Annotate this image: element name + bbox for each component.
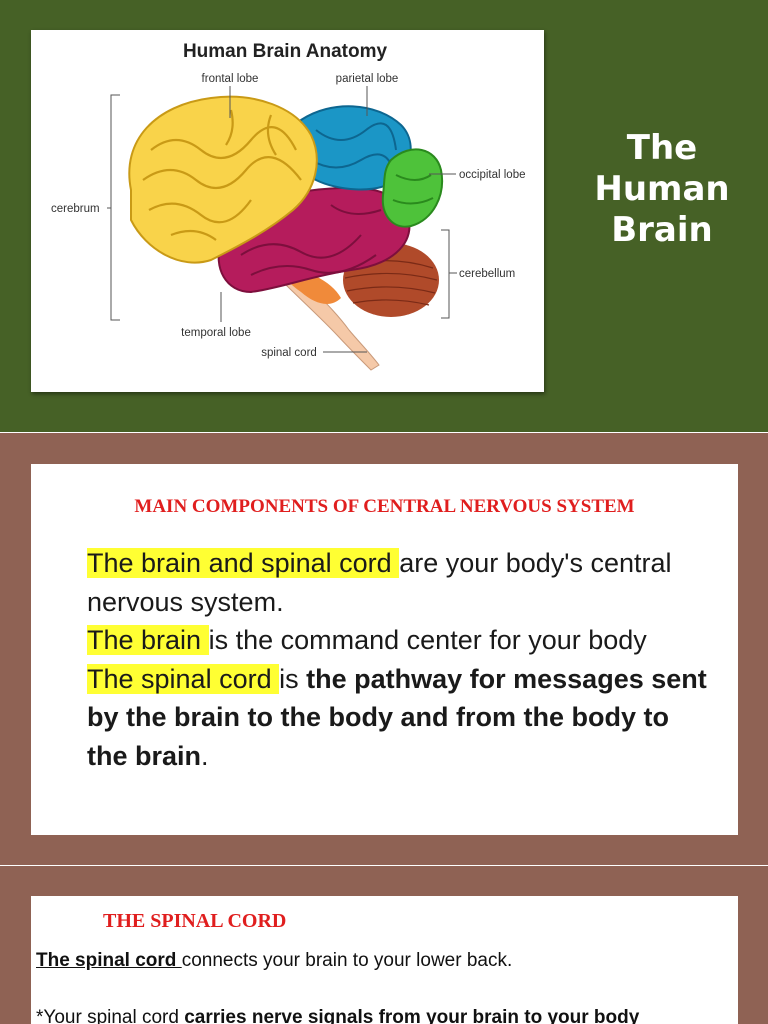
spinal-underlined: The spinal cord bbox=[36, 950, 182, 971]
spinal-line-2-bold: carries nerve signals from your brain to… bbox=[184, 1007, 640, 1024]
cns-heading: MAIN COMPONENTS OF CENTRAL NERVOUS SYSTE… bbox=[134, 496, 635, 517]
label-cerebellum: cerebellum bbox=[459, 268, 515, 280]
title-line-2: Human bbox=[594, 169, 730, 209]
spinal-line-1: The spinal cord connects your brain to y… bbox=[36, 950, 512, 972]
occipital-lobe-shape bbox=[381, 148, 444, 228]
cerebellum-bracket bbox=[441, 229, 450, 319]
label-occipital-lobe: occipital lobe bbox=[459, 169, 525, 181]
parietal-folds bbox=[310, 122, 397, 171]
p3-bold: the pathway for messages sent by the bra… bbox=[87, 663, 707, 771]
temporal-folds bbox=[240, 204, 382, 276]
p2-rest: is the command center for your body bbox=[208, 625, 647, 655]
label-temporal-lobe: temporal lobe bbox=[181, 327, 251, 339]
label-parietal-lobe: parietal lobe bbox=[336, 73, 399, 85]
spinal-line-1-rest: connects your brain to your lower back. bbox=[181, 950, 513, 971]
slide-1: Human Brain Anatomy bbox=[0, 0, 768, 432]
highlight-brain-and-spinal-cord: The brain and spinal cord bbox=[87, 548, 400, 578]
slide-2: MAIN COMPONENTS OF CENTRAL NERVOUS SYSTE… bbox=[0, 433, 768, 865]
title-line-3: Brain bbox=[611, 210, 713, 250]
brain-diagram: Human Brain Anatomy bbox=[51, 41, 525, 371]
slide-3: THE SPINAL CORD The spinal cord connects… bbox=[0, 866, 768, 1024]
cns-body: The brain and spinal cord are your body'… bbox=[87, 544, 707, 775]
brain-anatomy-figure: Human Brain Anatomy bbox=[31, 30, 544, 392]
cerebrum-bracket bbox=[110, 94, 120, 321]
frontal-folds bbox=[142, 109, 302, 241]
highlight-the-brain: The brain bbox=[87, 625, 209, 655]
label-frontal-lobe: frontal lobe bbox=[202, 73, 259, 85]
leader-lines bbox=[220, 86, 456, 353]
spinal-cord-heading: THE SPINAL CORD bbox=[103, 910, 287, 932]
p3-is: is bbox=[279, 663, 307, 694]
p3-end: . bbox=[201, 740, 209, 771]
spinal-line-2-start: *Your spinal cord bbox=[36, 1007, 185, 1024]
occipital-folds bbox=[392, 174, 434, 205]
figure-title: Human Brain Anatomy bbox=[183, 41, 388, 62]
label-spinal-cord: spinal cord bbox=[261, 347, 317, 359]
slide-title: The Human Brain bbox=[572, 128, 752, 251]
cns-card: MAIN COMPONENTS OF CENTRAL NERVOUS SYSTE… bbox=[31, 464, 738, 835]
spinal-cord-card: THE SPINAL CORD The spinal cord connects… bbox=[31, 896, 738, 1024]
label-cerebrum: cerebrum bbox=[51, 203, 100, 215]
spinal-line-2: *Your spinal cord carries nerve signals … bbox=[36, 1007, 639, 1024]
p1-rest: are your body's central nervous system. bbox=[87, 548, 672, 617]
highlight-the-spinal-cord: The spinal cord bbox=[87, 663, 280, 694]
title-line-1: The bbox=[626, 128, 698, 168]
